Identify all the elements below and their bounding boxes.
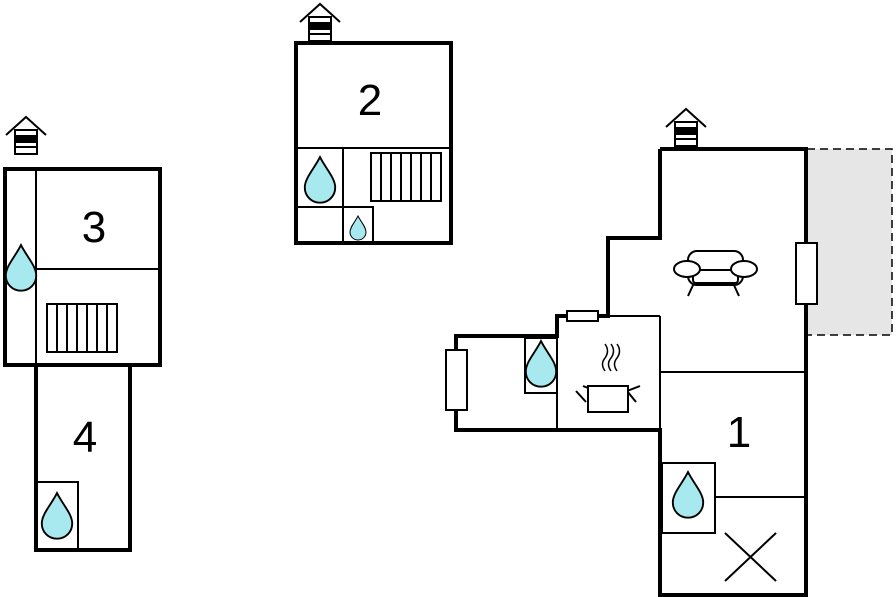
room-1-outline [454,147,808,597]
house-icon [299,3,341,42]
room-number: 2 [358,76,382,125]
water-drop-icon [303,156,337,204]
water-drop-icon [40,492,74,540]
house-icon [5,116,47,155]
shower-box [524,337,558,394]
room-number: 4 [73,413,97,462]
shower-box [342,206,374,244]
terrace-area [806,148,893,336]
cooking-pot-icon [575,343,641,413]
house-icon [665,108,707,147]
building-2: 2 [294,3,453,245]
water-drop-icon [671,471,705,519]
room-4-outline [34,365,132,552]
water-drop-icon [524,340,558,388]
radiator-icon [46,303,118,353]
water-drop-icon [349,215,367,241]
room-3-outline [3,167,162,367]
radiator-icon [370,152,442,202]
building-1: 1 [445,108,893,597]
window-icon [795,242,818,305]
bed-cross-icon [724,532,777,582]
window-icon [445,349,468,411]
window-icon [566,310,599,322]
sofa-icon [673,250,758,297]
water-drop-icon [4,244,38,292]
room-number: 1 [727,408,751,457]
room-number: 3 [82,203,106,252]
shower-box [35,481,79,551]
shower-box [661,462,716,534]
building-3-4: 3 4 [3,116,162,552]
